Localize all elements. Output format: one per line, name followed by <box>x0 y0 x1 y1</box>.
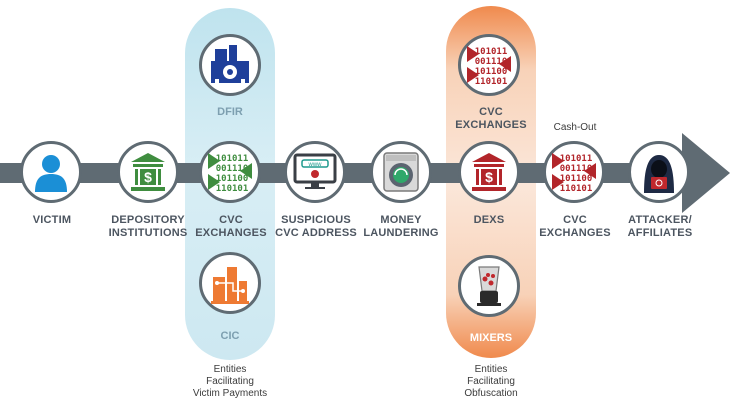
depository-institutions-label: DEPOSITORY INSTITUTIONS <box>108 214 188 239</box>
cvc-exchanges-label: CVC EXCHANGES <box>195 214 267 239</box>
circuit-building-icon <box>211 267 249 304</box>
malicious-website-icon: www <box>293 153 337 189</box>
mixers-label: MIXERS <box>469 332 513 344</box>
biohazard-building-icon <box>211 45 249 83</box>
svg-text:101011: 101011 <box>216 154 249 164</box>
victim-node <box>20 141 82 203</box>
person-icon <box>35 155 67 192</box>
svg-text:$: $ <box>485 169 493 185</box>
binary-exchange-icon: 101011 001110 101100 110101 <box>467 46 511 87</box>
svg-text:101100: 101100 <box>216 174 249 184</box>
dexs-node: $ <box>458 141 520 203</box>
suspicious-cvc-address-label: SUSPICIOUS CVC ADDRESS <box>275 214 357 239</box>
svg-text:001110: 001110 <box>216 164 249 174</box>
cvc-exchanges-node: 101011 001110 101100 110101 <box>199 141 261 203</box>
bank-dollar-icon: $ <box>472 153 506 191</box>
svg-text:110101: 110101 <box>475 77 508 87</box>
cashout-cvc-exchanges-label: CVC EXCHANGES <box>539 214 611 239</box>
money-laundering-label: MONEY LAUNDERING <box>363 214 439 239</box>
binary-exchange-icon: 101011 001110 101100 110101 <box>552 153 596 194</box>
cashout-cvc-exchanges-node: 101011 001110 101100 110101 <box>543 141 605 203</box>
svg-text:101100: 101100 <box>475 67 508 77</box>
svg-text:110101: 110101 <box>560 184 593 194</box>
washing-machine-icon <box>383 152 419 192</box>
bank-dollar-icon: $ <box>131 153 165 191</box>
svg-text:101011: 101011 <box>560 154 593 164</box>
suspicious-cvc-address-node: www <box>284 141 346 203</box>
svg-text:001110: 001110 <box>560 164 593 174</box>
blender-icon <box>477 266 501 306</box>
mixers-node <box>458 255 520 317</box>
attacker-affiliates-node <box>628 141 690 203</box>
svg-text:101011: 101011 <box>475 47 508 57</box>
victim-label: VICTIM <box>32 214 72 226</box>
orange-cvc-exchanges-label: CVC EXCHANGES <box>455 106 527 131</box>
money-laundering-node <box>370 141 432 203</box>
binary-exchange-icon: 101011 001110 101100 110101 <box>208 153 252 194</box>
flow-arrowhead <box>682 133 730 213</box>
svg-text:$: $ <box>144 169 152 185</box>
svg-text:110101: 110101 <box>216 184 249 194</box>
flow-track <box>0 163 712 183</box>
victim-payments-caption: Entities Facilitating Victim Payments <box>192 364 268 399</box>
orange-cvc-exchanges-node: 101011 001110 101100 110101 <box>458 34 520 96</box>
svg-text:www: www <box>308 162 323 168</box>
dfir-label: DFIR <box>217 106 243 118</box>
hooded-hacker-icon <box>644 155 674 193</box>
obfuscation-caption: Entities Facilitating Obfuscation <box>464 364 518 399</box>
cic-node <box>199 252 261 314</box>
dfir-node <box>199 34 261 96</box>
depository-institutions-node: $ <box>117 141 179 203</box>
dexs-label: DEXS <box>473 214 505 226</box>
cic-label: CIC <box>220 330 240 342</box>
svg-text:101100: 101100 <box>560 174 593 184</box>
cash-out-label: Cash-Out <box>553 122 597 133</box>
svg-text:001110: 001110 <box>475 57 508 67</box>
attacker-affiliates-label: ATTACKER/ AFFILIATES <box>627 214 693 239</box>
